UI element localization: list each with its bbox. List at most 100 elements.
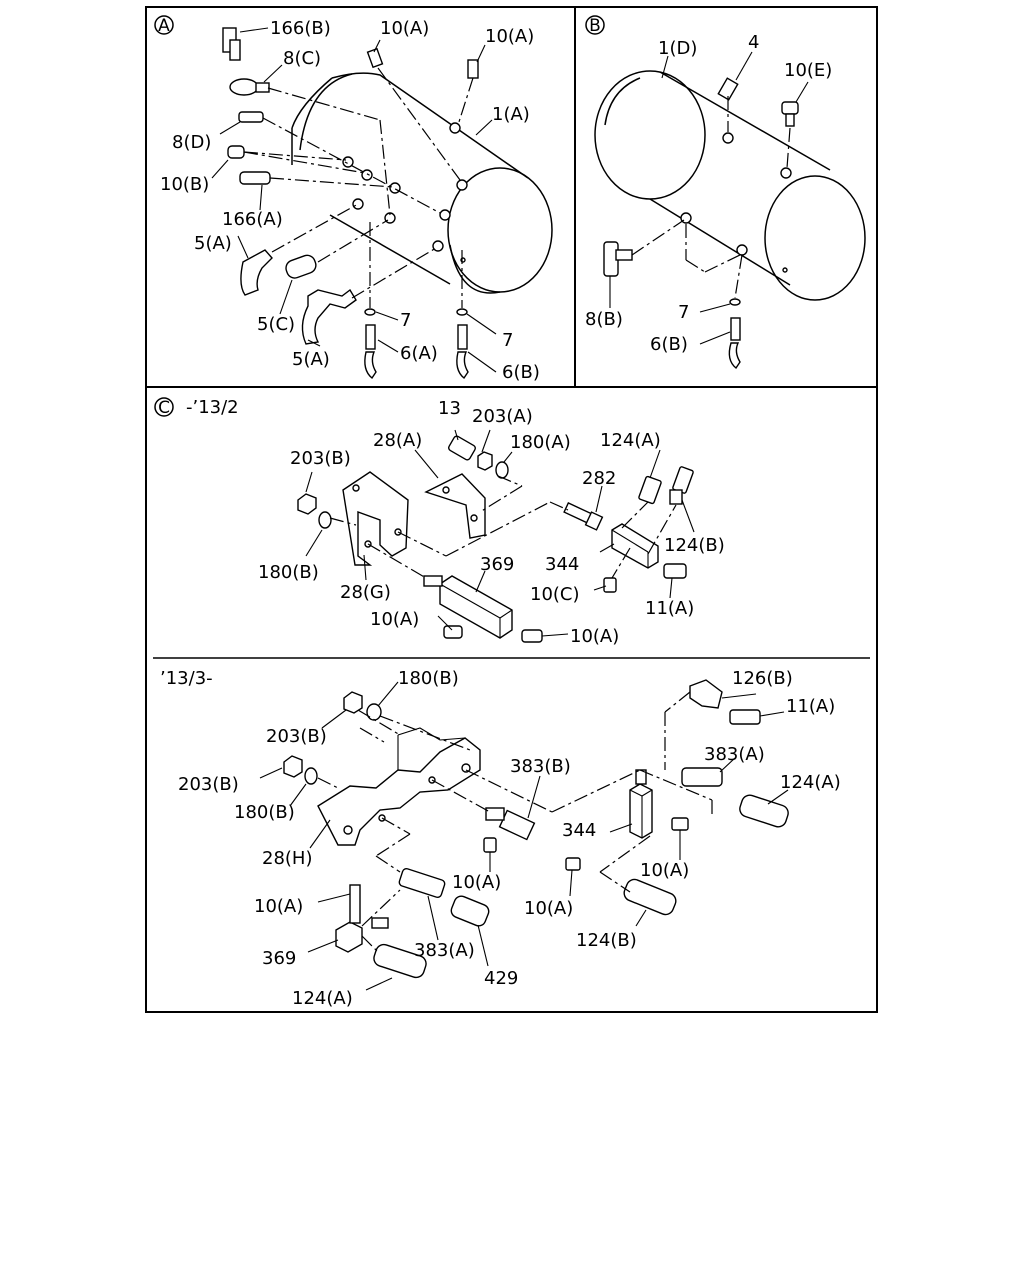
fitting-icon xyxy=(669,489,683,505)
section-b-air-tank: B xyxy=(585,15,866,370)
elbow-8c-icon xyxy=(229,78,259,96)
tank-port xyxy=(780,167,792,179)
fitting-icon xyxy=(615,249,633,261)
label-180b: 180(B) xyxy=(258,562,319,583)
fittings-a xyxy=(222,27,479,380)
label-180b-1: 180(B) xyxy=(398,668,459,689)
section-d-heading: ’13/3- xyxy=(160,668,213,689)
label-6b: 6(B) xyxy=(650,334,688,355)
tank-port xyxy=(722,132,734,144)
label-5c: 5(C) xyxy=(257,314,295,335)
fittings-b xyxy=(603,77,799,370)
fitting-icon xyxy=(485,807,505,821)
label-10a-2: 10(A) xyxy=(452,872,501,893)
label-203a: 203(A) xyxy=(472,406,533,427)
section-a-marker-letter: A xyxy=(158,16,170,36)
fitting-icon xyxy=(255,82,270,93)
plug-4-icon xyxy=(717,77,739,101)
fitting-10a-icon xyxy=(467,59,479,79)
label-383a-1: 383(A) xyxy=(704,744,765,765)
label-13: 13 xyxy=(438,398,461,419)
drain-cock-6b-icon xyxy=(457,324,468,350)
switch-124a-icon xyxy=(739,794,789,828)
air-tank-1a xyxy=(291,72,553,294)
parts-d xyxy=(283,679,789,979)
fitting-icon xyxy=(349,884,361,924)
switch-124a-icon xyxy=(373,943,427,979)
spacer-13-icon xyxy=(448,435,476,461)
labels-c: 13 203(A) 28(A) 180(A) 124(A) 203(B) 282… xyxy=(258,398,725,647)
label-203b-2: 203(B) xyxy=(178,774,239,795)
label-10a-1: 10(A) xyxy=(370,609,419,630)
label-429: 429 xyxy=(484,968,518,989)
label-344: 344 xyxy=(545,554,579,575)
tank-mark xyxy=(782,267,788,273)
tank-port xyxy=(456,179,468,191)
section-d-bracket-late: ’13/3- xyxy=(160,668,841,1009)
label-1d: 1(D) xyxy=(658,38,697,59)
label-124a-1: 124(A) xyxy=(780,772,841,793)
washer-7-icon xyxy=(456,308,468,316)
label-124b: 124(B) xyxy=(664,535,725,556)
label-383b: 383(B) xyxy=(510,756,571,777)
labels-a: 166(B) 10(A) 10(A) 8(C) 1(A) 8(D) 10(B) … xyxy=(160,18,540,383)
drain-cock-handle-icon xyxy=(364,351,377,380)
washer-180b-icon xyxy=(304,767,318,785)
label-8b: 8(B) xyxy=(585,309,623,330)
label-7: 7 xyxy=(678,302,689,323)
label-8c: 8(C) xyxy=(283,48,321,69)
section-c-marker: C -’13/2 xyxy=(154,397,239,418)
plug-10a-icon xyxy=(521,629,543,643)
block-369-icon xyxy=(335,921,363,953)
label-369: 369 xyxy=(262,948,296,969)
washer-7-icon xyxy=(729,298,741,306)
elbow-5a-icon xyxy=(240,249,273,296)
fitting-383a-icon xyxy=(681,767,723,787)
label-8d: 8(D) xyxy=(172,132,211,153)
plug-10a-icon xyxy=(565,857,581,871)
labels-b: 1(D) 4 10(E) 8(B) 7 6(B) xyxy=(585,32,832,355)
section-c-heading: -’13/2 xyxy=(186,397,239,418)
switch-124b-icon xyxy=(623,878,677,916)
label-124a: 124(A) xyxy=(600,430,661,451)
label-7-2: 7 xyxy=(502,330,513,351)
elbow-5a-icon xyxy=(301,288,357,345)
label-11a: 11(A) xyxy=(786,696,835,717)
fitting-icon xyxy=(423,575,443,587)
bracket-28g-icon xyxy=(342,471,409,566)
label-10e: 10(E) xyxy=(784,60,832,81)
label-166a: 166(A) xyxy=(222,209,283,230)
tank-port xyxy=(432,240,444,252)
label-10c: 10(C) xyxy=(530,584,580,605)
nut-203b-icon xyxy=(297,493,317,515)
plug-10a-icon xyxy=(671,817,689,831)
section-c-bracket-early: C -’13/2 xyxy=(154,397,725,647)
tank-port xyxy=(389,182,401,194)
elbow-126b-icon xyxy=(689,679,723,709)
label-124b: 124(B) xyxy=(576,930,637,951)
diagram-frames xyxy=(145,6,878,1013)
washer-7-icon xyxy=(364,308,376,316)
section-a-marker: A xyxy=(154,15,174,36)
plug-10a-icon xyxy=(483,837,497,853)
label-166b: 166(B) xyxy=(270,18,331,39)
label-10a-1: 10(A) xyxy=(380,18,429,39)
label-10a-2: 10(A) xyxy=(485,26,534,47)
label-28h: 28(H) xyxy=(262,848,312,869)
bolt-head-icon xyxy=(584,511,604,531)
label-28g: 28(G) xyxy=(340,582,391,603)
block-344-icon xyxy=(611,523,659,569)
tank-port xyxy=(361,169,373,181)
label-11a: 11(A) xyxy=(645,598,694,619)
section-a-air-tank: A xyxy=(154,15,553,383)
label-383a-2: 383(A) xyxy=(414,940,475,961)
label-180b-2: 180(B) xyxy=(234,802,295,823)
bracket-28a-icon xyxy=(424,473,486,539)
label-5a-1: 5(A) xyxy=(194,233,232,254)
label-10a-1: 10(A) xyxy=(640,860,689,881)
plug-10a-icon xyxy=(443,625,463,639)
drain-cock-6b-icon xyxy=(730,317,741,341)
fitting-166a-icon xyxy=(239,171,271,185)
label-180a: 180(A) xyxy=(510,432,571,453)
